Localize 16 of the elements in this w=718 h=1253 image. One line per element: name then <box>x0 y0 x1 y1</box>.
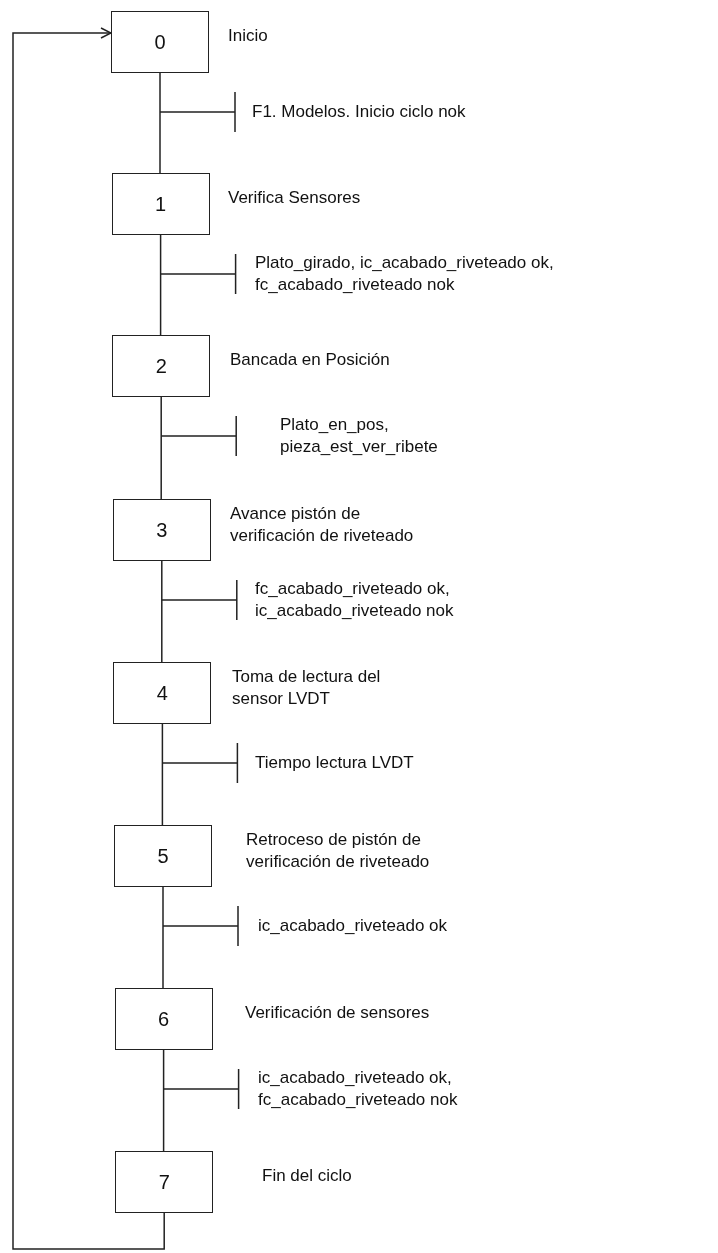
step-box: 7 <box>115 1151 214 1213</box>
step-box: 2 <box>112 335 211 397</box>
step-box: 3 <box>112 499 211 561</box>
link-line <box>160 396 162 500</box>
link-line <box>161 723 164 826</box>
step-box: 5 <box>114 825 212 887</box>
link-line <box>162 1049 165 1152</box>
link-line <box>161 560 163 663</box>
step-box: 1 <box>111 173 210 235</box>
link-line <box>159 234 162 336</box>
return-arrow <box>12 27 165 1250</box>
step-box: 4 <box>113 662 212 724</box>
link-line <box>162 886 164 989</box>
step-box: 0 <box>111 11 209 73</box>
step-box: 6 <box>114 988 213 1050</box>
link-line <box>159 72 161 174</box>
